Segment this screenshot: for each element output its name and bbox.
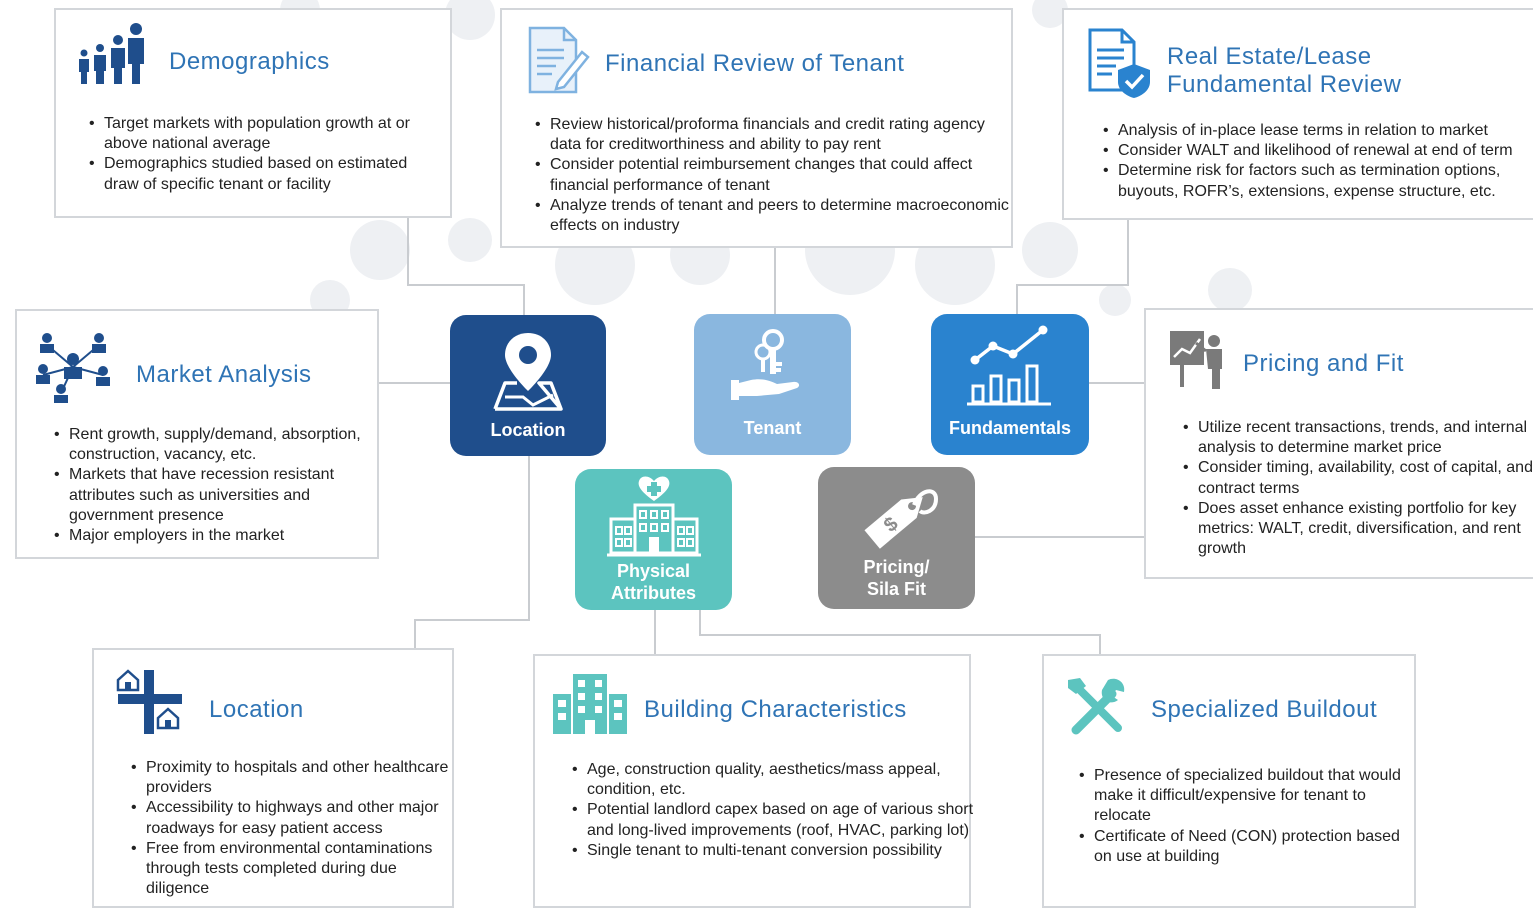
location-card: Location Proximity to hospitals and othe… <box>92 648 454 908</box>
market-analysis-card: Market Analysis Rent growth, supply/dema… <box>15 309 379 559</box>
pricing-fit-title: Pricing and Fit <box>1243 350 1404 377</box>
location-bullets: Proximity to hospitals and other healthc… <box>131 758 464 899</box>
connector-lines <box>378 218 1144 654</box>
list-item: Does asset enhance existing portfolio fo… <box>1183 499 1533 560</box>
map-pin-icon <box>493 333 563 411</box>
real-estate-title-line2: Fundamental Review <box>1167 71 1402 98</box>
list-item: Age, construction quality, aesthetics/ma… <box>572 760 985 800</box>
pricing-fit-tile[interactable]: $ Pricing/ Sila Fit <box>818 467 975 609</box>
list-item: Consider potential reimbursement changes… <box>535 155 1010 195</box>
tenant-tile[interactable]: Tenant <box>694 314 851 455</box>
list-item: Analyze trends of tenant and peers to de… <box>535 196 1010 236</box>
list-item: Accessibility to highways and other majo… <box>131 798 464 838</box>
presenter-icon <box>1170 331 1222 389</box>
document-pen-icon <box>528 26 590 94</box>
crossroads-houses-icon <box>116 669 182 734</box>
physical-attributes-tile-label: Physical Attributes <box>611 561 696 603</box>
price-tag-icon: $ <box>864 489 939 549</box>
demographics-title: Demographics <box>169 48 330 75</box>
list-item: Demographics studied based on estimated … <box>89 154 444 194</box>
list-item: Rent growth, supply/demand, absorption, … <box>54 425 389 465</box>
location-tile[interactable]: Location <box>450 315 606 456</box>
real-estate-lease-card: Real Estate/Lease Fundamental Review Ana… <box>1062 8 1533 220</box>
pricing-fit-card: Pricing and Fit Utilize recent transacti… <box>1144 308 1533 579</box>
list-item: Certificate of Need (CON) protection bas… <box>1079 827 1404 867</box>
list-item: Proximity to hospitals and other healthc… <box>131 758 464 798</box>
fundamentals-tile[interactable]: Fundamentals <box>931 314 1089 455</box>
tenant-tile-label: Tenant <box>743 418 802 438</box>
list-item: Presence of specialized buildout that wo… <box>1079 766 1404 827</box>
hand-with-keys-icon <box>731 329 800 400</box>
list-item: Target markets with population growth at… <box>89 114 444 154</box>
financial-review-title: Financial Review of Tenant <box>605 50 905 77</box>
building-characteristics-bullets: Age, construction quality, aesthetics/ma… <box>572 760 985 861</box>
real-estate-title-line1: Real Estate/Lease <box>1167 43 1372 70</box>
location-card-title: Location <box>209 696 304 723</box>
market-analysis-bullets: Rent growth, supply/demand, absorption, … <box>54 425 389 546</box>
list-item: Potential landlord capex based on age of… <box>572 800 985 840</box>
list-item: Major employers in the market <box>54 526 389 546</box>
specialized-buildout-bullets: Presence of specialized buildout that wo… <box>1079 766 1404 867</box>
list-item: Review historical/proforma financials an… <box>535 115 1010 155</box>
financial-review-card: Financial Review of Tenant Review histor… <box>500 8 1013 248</box>
demographics-card: Demographics Target markets with populat… <box>54 8 452 218</box>
tools-icon <box>1068 678 1125 735</box>
financial-review-bullets: Review historical/proforma financials an… <box>535 115 1010 236</box>
list-item: Utilize recent transactions, trends, and… <box>1183 418 1533 458</box>
list-item: Consider timing, availability, cost of c… <box>1183 458 1533 498</box>
list-item: Free from environmental contaminations t… <box>131 839 464 900</box>
list-item: Determine risk for factors such as termi… <box>1103 161 1533 201</box>
real-estate-bullets: Analysis of in-place lease terms in rela… <box>1103 121 1533 202</box>
specialized-buildout-title: Specialized Buildout <box>1151 696 1378 723</box>
hospital-icon <box>607 476 701 557</box>
physical-attributes-tile[interactable]: Physical Attributes <box>575 469 732 610</box>
building-icon <box>553 674 627 734</box>
fundamentals-tile-label: Fundamentals <box>948 418 1072 438</box>
market-analysis-title: Market Analysis <box>136 361 312 388</box>
pricing-fit-tile-label: Pricing/ Sila Fit <box>863 557 930 599</box>
location-tile-label: Location <box>490 420 566 440</box>
list-item: Analysis of in-place lease terms in rela… <box>1103 121 1533 141</box>
pricing-fit-bullets: Utilize recent transactions, trends, and… <box>1183 418 1533 559</box>
growth-chart-icon <box>967 325 1051 406</box>
building-characteristics-title: Building Characteristics <box>644 696 907 723</box>
list-item: Markets that have recession resistant at… <box>54 465 389 526</box>
building-characteristics-card: Building Characteristics Age, constructi… <box>533 654 973 908</box>
people-icon <box>79 23 144 84</box>
list-item: Single tenant to multi-tenant conversion… <box>572 841 985 861</box>
demographics-bullets: Target markets with population growth at… <box>89 114 444 195</box>
specialized-buildout-card: Specialized Buildout Presence of special… <box>1042 654 1416 908</box>
network-people-icon <box>36 333 110 403</box>
list-item: Consider WALT and likelihood of renewal … <box>1103 141 1533 161</box>
document-check-icon <box>1088 28 1150 98</box>
